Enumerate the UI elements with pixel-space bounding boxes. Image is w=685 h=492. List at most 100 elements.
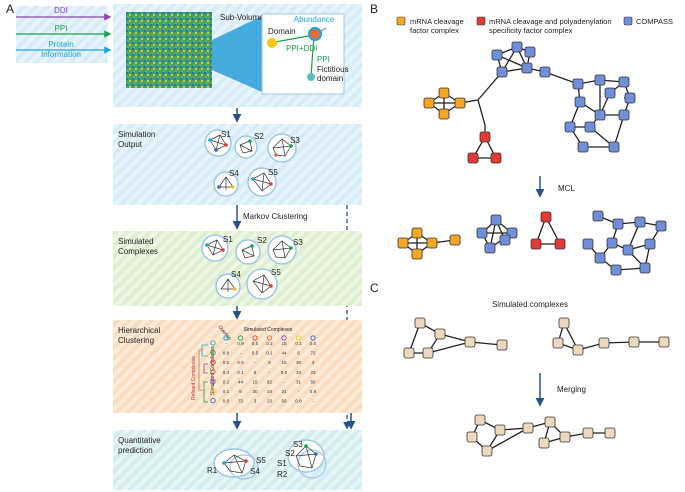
legend-cf-line1: mRNA cleavage [410,17,464,26]
heatmap-cell: 56 [281,399,287,404]
heatmap-cell: 3 [254,399,257,404]
node-cleavage-factor [426,237,438,249]
heatmap-col-marker [252,335,258,341]
cx-label-s3: S3 [293,238,303,247]
input-protein-label: Protein [48,40,73,49]
sim-label-s1: S1 [221,130,231,139]
node-simulated-complex [658,336,670,348]
stage-label-4a: Quantitative [118,436,161,445]
node-cleavage-factor [397,237,409,249]
heatmap-refined-label: Refined Complexes [191,356,197,400]
node-simulated-complex [434,328,446,340]
stage-label-2a: Simulated [118,237,154,246]
node-merged-complex [474,414,486,426]
subvolumes-label: Sub-Volumes [220,13,268,22]
legend-cpsf-line1: mRNA cleavage and polyadenylation [489,17,612,26]
legend-swatch-cpsf [476,16,486,26]
node-simulated-complex [598,337,610,349]
heatmap-cell: 0.5 [252,341,259,346]
stage-label-1b: Output [118,140,143,149]
heatmap-col-marker [281,335,287,341]
legend-compass-label: COMPASS [636,17,673,26]
node-compass [574,96,586,108]
sim-output-networks [204,129,297,197]
heatmap-row-marker [210,378,216,385]
input-information-label: Information [41,50,81,59]
inset-abundance-label: Abundance [294,15,335,24]
stage-label-2b: Complexes [118,247,158,256]
node-compass [594,252,606,264]
heatmap-col-marker [223,335,229,341]
heatmap-cell: 6 [268,360,271,365]
heatmap-cell: 6 [254,370,257,375]
legend-cpsf-line2: specificity factor complex [489,26,573,35]
inset-domain-label: Domain [268,27,296,36]
node-cpsf [467,152,479,164]
heatmap-cell: 0.9 [223,351,230,356]
heatmap-cell: 0.5 [237,360,244,365]
pred-label-s5: S5 [256,456,266,465]
stage-label-1a: Simulation [118,130,155,139]
network-c-before [408,322,664,354]
heatmap-cell: 0.1 [237,370,244,375]
node-cpsf [490,152,502,164]
node-compass [539,66,551,78]
heatmap-cell: 30 [296,360,302,365]
heatmap-cell: 3 [312,360,315,365]
node-cleavage-factor [438,87,450,99]
node-cpsf [530,238,542,250]
inset-edge-b [310,34,315,77]
node-cleavage-factor [411,248,423,260]
heatmap-cell: 0.5 [223,360,230,365]
node-compass [476,227,488,239]
heatmap-col-marker [310,335,316,341]
heatmap-col-marker [295,335,302,341]
heatmap-column-markers [223,335,316,341]
heatmap-cell: 44 [238,379,244,384]
heatmap-row-marker [210,388,216,394]
node-cpsf [554,238,566,250]
heatmap-cell: 0.4 [223,370,230,375]
heatmap-cell: 72 [310,351,316,356]
inset-domain2-label: domain [317,74,343,83]
node-compass [582,238,594,250]
network-b-nodes [423,41,636,164]
inset-edge-a [274,34,315,43]
node-compass [577,141,589,153]
input-ddi-label: DDI [54,6,68,15]
cx-label-s4: S4 [231,270,241,279]
heatmap-cell: 0.9 [237,341,244,346]
node-compass [622,244,634,256]
node-merged-complex [538,437,550,449]
node-compass [610,264,622,276]
heatmap-cell: 0.0 [310,341,317,346]
heatmap-cell: 0.1 [223,389,230,394]
heatmap-cell: - [298,389,300,394]
panel-a-label: A [6,2,14,16]
pred-label-r1: R1 [207,466,218,475]
node-compass [484,242,496,254]
node-compass [624,92,636,104]
heatmap-cell: 72 [238,399,244,404]
heatmap-cell: 0.1 [295,341,302,346]
sim-label-s5: S5 [268,168,278,177]
node-merged-complex [559,431,571,443]
network-b-split-nodes [397,210,667,276]
inset-fictitious-label: Fictitious [317,65,349,74]
heatmap-cell: - [254,360,256,365]
stage-band-clustering [113,320,362,413]
sim-label-s3: S3 [290,136,300,145]
node-compass [612,218,624,230]
pred-label-s3: S3 [293,440,303,449]
inset-domain-node [267,38,277,48]
node-compass [618,76,630,88]
node-simulated-complex [414,317,426,329]
sim-circle-s1 [204,129,232,157]
panel-b-label: B [370,2,378,16]
node-merged-complex [494,424,506,436]
stage-label-3a: Hierarchical [118,326,160,335]
node-compass [592,210,604,222]
node-compass [572,78,584,90]
heatmap-row-marker [210,359,216,365]
